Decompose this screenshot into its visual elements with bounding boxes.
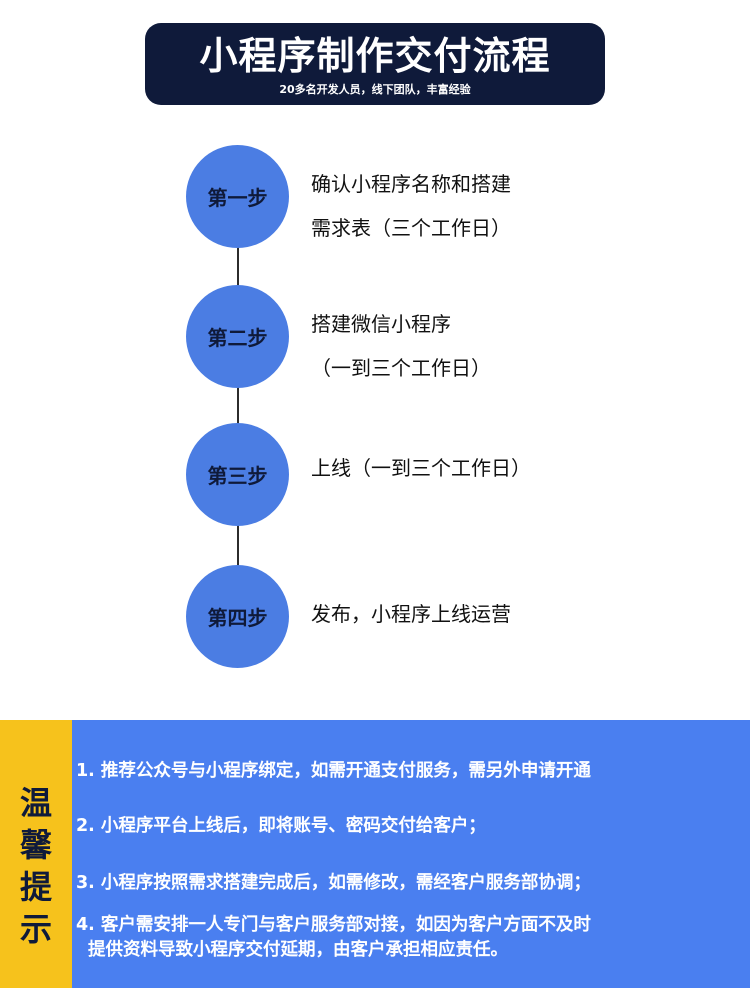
step-2-description: 搭建微信小程序 （一到三个工作日）	[311, 302, 611, 390]
tips-side-bar	[0, 720, 72, 988]
page-subtitle: 20多名开发人员，线下团队，丰富经验	[279, 83, 471, 96]
step-2-line-1: 搭建微信小程序	[311, 312, 451, 336]
step-3-description: 上线（一到三个工作日）	[311, 446, 611, 490]
tips-heading-char: 提	[19, 868, 52, 906]
tip-item-3: 3. 小程序按照需求搭建完成后，如需修改，需经客户服务部协调；	[76, 873, 591, 893]
step-1-line-1: 确认小程序名称和搭建	[311, 172, 511, 196]
tips-heading: 温 馨 提 示	[0, 782, 72, 950]
step-4-badge: 第四步	[186, 565, 289, 668]
tip-item-1: 1. 推荐公众号与小程序绑定，如需开通支付服务，需另外申请开通	[76, 761, 591, 781]
page-title: 小程序制作交付流程	[199, 34, 551, 78]
timeline-connector	[237, 195, 239, 615]
step-1-badge: 第一步	[186, 145, 289, 248]
step-2-badge: 第二步	[186, 285, 289, 388]
tip-item-4-continued: 提供资料导致小程序交付延期，由客户承担相应责任。	[88, 940, 508, 960]
step-3-badge: 第三步	[186, 423, 289, 526]
step-4-line-1: 发布，小程序上线运营	[311, 602, 511, 626]
tips-heading-char: 示	[19, 910, 52, 948]
tips-panel	[72, 720, 750, 988]
step-3-line-1: 上线（一到三个工作日）	[311, 456, 531, 480]
tips-heading-char: 馨	[19, 826, 52, 864]
tip-item-2: 2. 小程序平台上线后，即将账号、密码交付给客户；	[76, 816, 486, 836]
step-2-line-2: （一到三个工作日）	[311, 356, 491, 380]
header-banner: 小程序制作交付流程 20多名开发人员，线下团队，丰富经验	[145, 23, 605, 105]
step-1-description: 确认小程序名称和搭建 需求表（三个工作日）	[311, 162, 611, 250]
tips-heading-char: 温	[19, 784, 52, 822]
step-1-line-2: 需求表（三个工作日）	[311, 216, 511, 240]
step-4-description: 发布，小程序上线运营	[311, 592, 611, 636]
tip-item-4: 4. 客户需安排一人专门与客户服务部对接，如因为客户方面不及时	[76, 915, 591, 935]
